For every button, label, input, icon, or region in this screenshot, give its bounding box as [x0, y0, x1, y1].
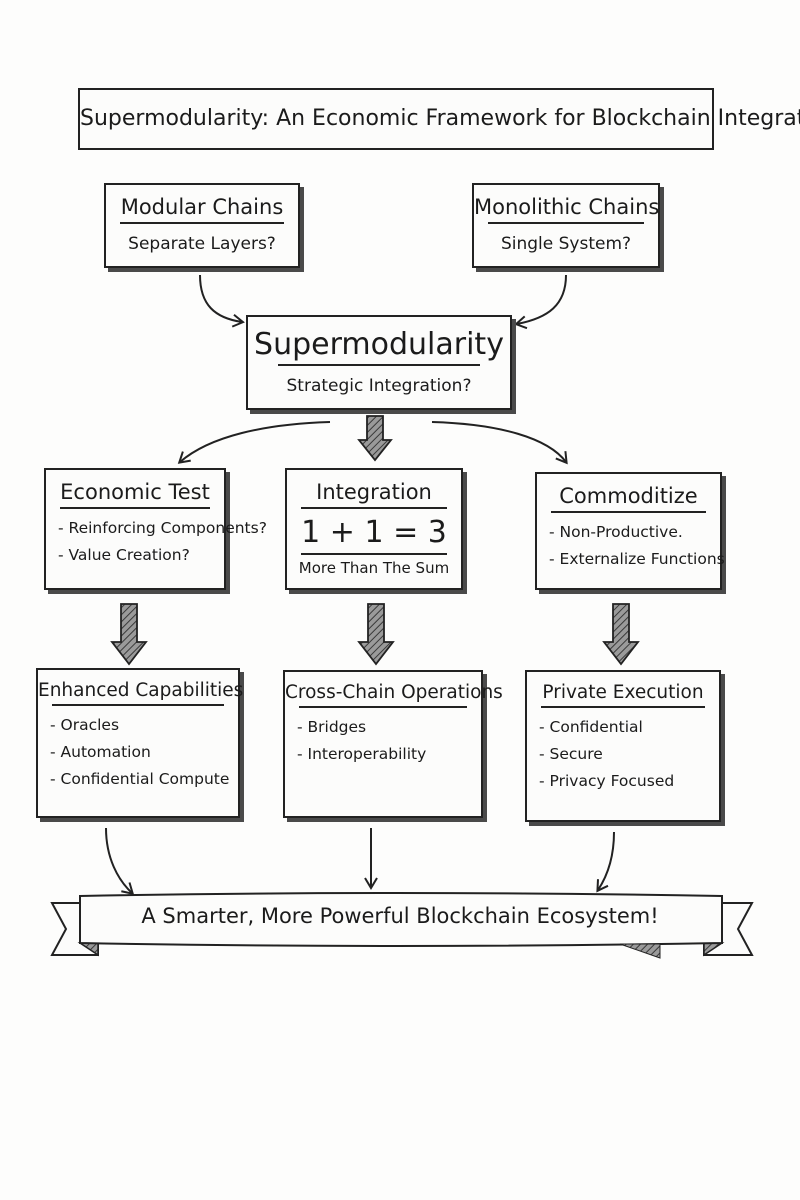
title-underline: [488, 222, 644, 224]
list-item: - Value Creation?: [58, 546, 190, 564]
monolithic-chains-subtitle: Single System?: [500, 234, 632, 254]
enhanced-capabilities-title: Enhanced Capabilities: [38, 680, 244, 701]
title-underline: [60, 507, 210, 509]
supermodularity-title: Supermodularity: [254, 327, 504, 362]
arrow-center-to-commoditize: [431, 421, 568, 465]
block-arrow-commoditize-down: [602, 603, 640, 666]
modular-chains-box: Modular Chains Separate Layers?: [104, 183, 300, 268]
list-item: - Oracles: [50, 716, 120, 734]
private-execution-box: Private Execution - Confidential - Secur…: [525, 670, 721, 822]
title-underline: [301, 507, 447, 509]
list-item: - Automation: [50, 743, 151, 761]
arrow-center-to-economic: [177, 421, 331, 464]
list-item: - Interoperability: [297, 745, 427, 763]
list-item: - Secure: [539, 745, 603, 763]
integration-box: Integration 1 + 1 = 3 More Than The Sum: [285, 468, 463, 590]
block-arrow-economic-down: [110, 603, 148, 666]
commoditize-box: Commoditize - Non-Productive. - External…: [535, 472, 725, 590]
cross-chain-operations-box: Cross-Chain Operations - Bridges - Inter…: [283, 670, 503, 818]
monolithic-chains-title: Monolithic Chains: [474, 195, 660, 219]
cross-chain-operations-title: Cross-Chain Operations: [285, 682, 503, 703]
list-item: - Externalize Functions: [549, 550, 725, 568]
banner-ribbon: [50, 892, 754, 959]
integration-equation: 1 + 1 = 3: [301, 515, 447, 550]
supermodularity-subtitle: Strategic Integration?: [286, 376, 472, 396]
equation-underline: [301, 553, 447, 555]
supermodularity-box: Supermodularity Strategic Integration?: [246, 315, 512, 410]
block-arrow-integration-down: [357, 603, 395, 666]
arrow-enhanced-to-banner: [105, 827, 135, 896]
integration-caption: More Than The Sum: [298, 559, 450, 577]
list-item: - Confidential: [539, 718, 643, 736]
list-item: - Privacy Focused: [539, 772, 675, 790]
private-execution-title: Private Execution: [542, 682, 704, 703]
title-underline: [278, 364, 480, 366]
economic-test-title: Economic Test: [60, 480, 210, 504]
modular-chains-title: Modular Chains: [120, 195, 284, 219]
modular-chains-subtitle: Separate Layers?: [128, 234, 276, 254]
diagram-title-box: Supermodularity: An Economic Framework f…: [78, 88, 800, 150]
list-item: - Non-Productive.: [549, 523, 683, 541]
integration-title: Integration: [316, 480, 432, 504]
monolithic-chains-box: Monolithic Chains Single System?: [472, 183, 660, 268]
diagram-title: Supermodularity: An Economic Framework f…: [80, 106, 800, 131]
commoditize-title: Commoditize: [559, 484, 698, 508]
list-item: - Reinforcing Components?: [58, 519, 267, 537]
title-underline: [52, 704, 224, 706]
list-item: - Confidential Compute: [50, 770, 230, 788]
title-underline: [541, 706, 705, 708]
enhanced-capabilities-box: Enhanced Capabilities - Oracles - Automa…: [36, 668, 244, 818]
arrow-private-to-banner: [596, 831, 615, 893]
title-underline: [120, 222, 284, 224]
banner-text: A Smarter, More Powerful Blockchain Ecos…: [141, 904, 659, 928]
arrow-modular-to-center: [199, 274, 245, 328]
list-item: - Bridges: [297, 718, 367, 736]
title-underline: [299, 706, 467, 708]
title-underline: [551, 511, 706, 513]
economic-test-box: Economic Test - Reinforcing Components? …: [44, 468, 267, 590]
block-arrow-center-down: [357, 415, 393, 462]
arrow-monolithic-to-center: [514, 274, 567, 330]
